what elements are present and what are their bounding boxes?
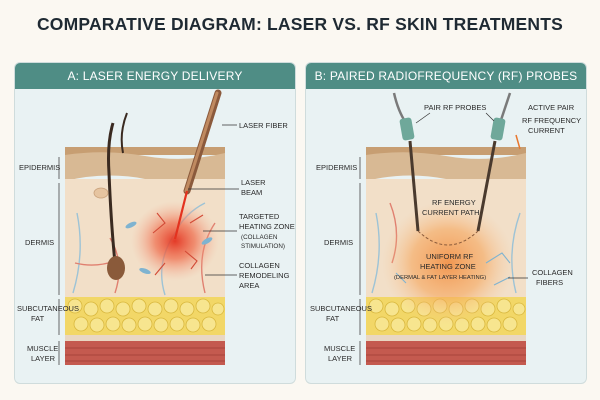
collagen-fibers (395, 252, 511, 286)
callout-active-pair: ACTIVE PAIR (528, 103, 575, 112)
callout-rf-current-2: CURRENT (528, 126, 565, 135)
panel-laser-header: A: LASER ENERGY DELIVERY (15, 63, 295, 89)
label-layer: LAYER (31, 354, 56, 363)
panel-rf: B: PAIRED RADIOFREQUENCY (RF) PROBES (305, 62, 587, 384)
label-epidermis: EPIDERMIS (19, 163, 60, 172)
collagen-fibers (152, 212, 204, 276)
laser-fiber (173, 89, 222, 240)
callout-pair-probes: PAIR RF PROBES (424, 103, 486, 112)
callout-labels: LASER FIBER LASER BEAM TARGETED HEATING … (239, 121, 295, 290)
skin-cross-section (65, 112, 225, 365)
callout-collagen-2: FIBERS (536, 278, 563, 287)
callout-labels: PAIR RF PROBES ACTIVE PAIR RF FREQUENCY … (394, 103, 581, 287)
rf-probe-right (476, 92, 512, 232)
epidermis-layer (65, 152, 225, 183)
callout-rf-current-1: RF FREQUENCY (522, 116, 581, 125)
rf-current-path (417, 230, 479, 246)
callout-laser-beam-1: LASER (241, 178, 266, 187)
laser-beam (173, 190, 189, 240)
callout-uniform-2: HEATING ZONE (420, 262, 476, 271)
callout-heating-2: HEATING ZONE (239, 222, 295, 231)
skin-surface (65, 147, 225, 155)
callout-collagen-1: COLLAGEN (532, 268, 573, 277)
callout-uniform-1: UNIFORM RF (426, 252, 473, 261)
label-subcutaneous: SUBCUTANEOUS (310, 304, 372, 313)
callout-remodel-3: AREA (239, 281, 259, 290)
callout-laser-beam-2: BEAM (241, 188, 262, 197)
fascia (65, 335, 225, 341)
skin-surface (366, 147, 526, 155)
label-fat: FAT (326, 314, 340, 323)
epidermis-layer (366, 152, 526, 183)
callout-heating-1: TARGETED (239, 212, 280, 221)
label-muscle: MUSCLE (27, 344, 58, 353)
label-muscle: MUSCLE (324, 344, 355, 353)
panel-laser: A: LASER ENERGY DELIVERY (14, 62, 296, 384)
callout-lines (415, 112, 528, 279)
label-epidermis: EPIDERMIS (316, 163, 357, 172)
label-layer: LAYER (328, 354, 353, 363)
callout-energy-path-1: RF ENERGY (432, 198, 476, 207)
label-subcutaneous: SUBCUTANEOUS (17, 304, 79, 313)
muscle-striations (366, 347, 526, 362)
label-fat: FAT (31, 314, 45, 323)
hair-follicle (93, 112, 128, 280)
fibroblasts (125, 221, 213, 275)
laser-diagram: EPIDERMIS DERMIS SUBCUTANEOUS FAT MUSCLE… (17, 89, 295, 365)
fascia (366, 335, 526, 341)
callout-energy-path-2: CURRENT PATH (422, 208, 480, 217)
callout-uniform-3: (DERMAL & FAT LAYER HEATING) (394, 275, 486, 281)
skin-cross-section (366, 147, 526, 365)
rf-current-arrow (515, 134, 521, 150)
panel-rf-header: B: PAIRED RADIOFREQUENCY (RF) PROBES (306, 63, 586, 89)
muscle-striations (65, 347, 225, 362)
callout-lines (188, 124, 239, 276)
rf-heating-zone (382, 201, 514, 325)
label-dermis: DERMIS (25, 238, 54, 247)
layer-labels: EPIDERMIS DERMIS SUBCUTANEOUS FAT MUSCLE… (17, 163, 79, 363)
callout-remodel-1: COLLAGEN (239, 261, 280, 270)
layer-labels: EPIDERMIS DERMIS SUBCUTANEOUS FAT MUSCLE… (310, 163, 372, 363)
callout-heating-4: STIMULATION) (241, 243, 285, 250)
callout-remodel-2: REMODELING (239, 271, 290, 280)
fat-cells (67, 298, 225, 333)
rf-probe-left (392, 92, 420, 232)
callout-laser-fiber: LASER FIBER (239, 121, 288, 130)
label-dermis: DERMIS (324, 238, 353, 247)
page-title: COMPARATIVE DIAGRAM: LASER VS. RF SKIN T… (36, 14, 564, 34)
callout-heating-3: (COLLAGEN (241, 234, 278, 241)
rf-diagram: EPIDERMIS DERMIS SUBCUTANEOUS FAT MUSCLE… (310, 92, 581, 365)
